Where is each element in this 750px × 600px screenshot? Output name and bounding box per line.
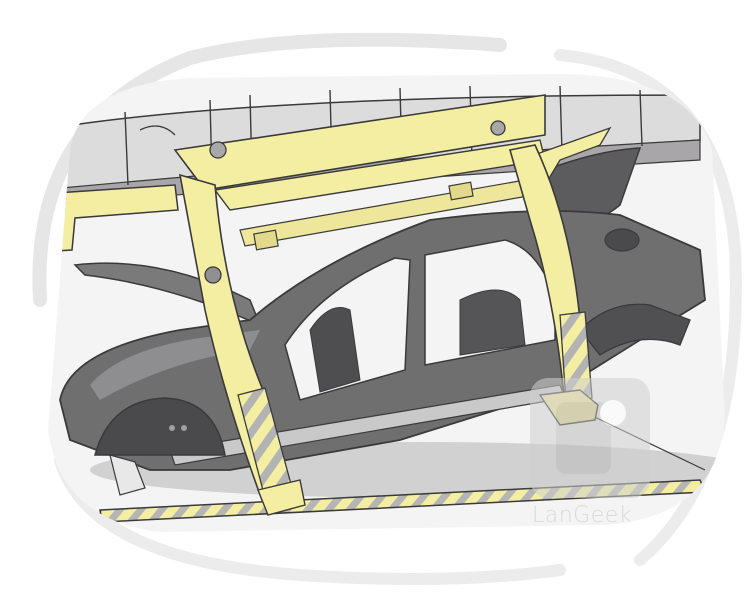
car-body-shell: [59, 147, 706, 496]
vignette-frame: [32, 32, 742, 585]
watermark-text: LanGeek: [532, 503, 633, 528]
langeek-watermark-logo: [530, 378, 650, 498]
